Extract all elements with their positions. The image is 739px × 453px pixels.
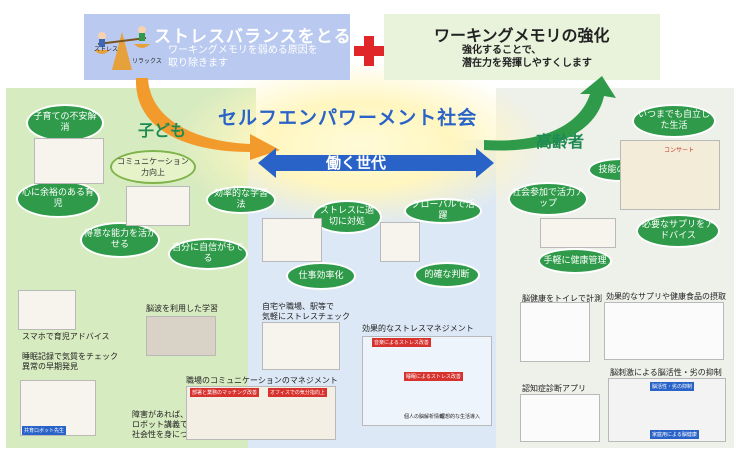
caption-supplement-intake: 効果的なサプリや健康食品の摂取 <box>606 292 726 301</box>
balance-scale-icon <box>94 26 150 70</box>
bubble-global-activity: グローバルで活躍 <box>404 198 482 224</box>
office-worker-image <box>262 218 322 262</box>
stress-balance-subtitle: ワーキングメモリを弱める原因を 取り除きます <box>168 45 318 69</box>
caption-eeg-learning: 脳波を利用した学習 <box>146 304 218 313</box>
robot-teacher-banner: 共育ロボット先生 <box>22 426 67 435</box>
caption-brain-analysis: 個人の脳解析情報 <box>404 414 445 420</box>
banner-department-matching: 部署と業務のマッチング改善 <box>190 388 260 397</box>
caption-smartphone-advice: スマホで育児アドバイス <box>22 332 110 341</box>
banner-office-mood: オフィスでの気分指向上 <box>268 388 327 397</box>
children-arrow-icon <box>135 78 280 160</box>
elderly-title: 高齢者 <box>536 132 585 151</box>
eeg-learning-image <box>146 316 216 356</box>
workers-arrow-icon <box>258 148 494 178</box>
plus-icon <box>354 36 384 66</box>
workers-title: 働く世代 <box>326 154 387 172</box>
caption-communication-management: 職場のコミュニケーションのマネジメント <box>186 376 338 385</box>
caption-early-detection: 異常の早期発見 <box>22 362 78 371</box>
bubble-work-efficiency: 仕事効率化 <box>286 262 356 290</box>
banner-home-brain-health: 家庭用による脳健康 <box>650 430 699 439</box>
bubble-accurate-judgment: 的確な判断 <box>414 262 480 288</box>
bubble-health-management: 手軽に健康管理 <box>538 248 612 274</box>
caption-stress-check-places: 自宅や職場、駅等で <box>262 302 334 311</box>
working-memory-subtitle: 強化することで、 潜在力を発揮しやすくします <box>462 45 592 69</box>
banner-sleep-stress: 睡眠によるストレス改善 <box>404 372 463 381</box>
caption-dementia-app: 認知症診断アプリ <box>522 384 586 393</box>
dementia-app-image <box>520 394 600 442</box>
bubble-supplement-advice: 必要なサプリをアドバイス <box>636 214 720 248</box>
stress-balance-title: ストレスバランスをとる <box>154 27 352 47</box>
bubble-independent-living: いつまでも自立した生活 <box>632 104 716 138</box>
caption-stress-check: 気軽にストレスチェック <box>262 312 350 321</box>
concert-sign: コンサート <box>664 147 695 154</box>
piano-child-image <box>126 186 190 226</box>
bubble-social-participation: 社会参加で活力アップ <box>508 182 588 216</box>
caption-sociality: 社会性を身につける <box>132 430 204 439</box>
caption-toilet-measure: 脳健康をトイレで計測 <box>522 294 602 303</box>
caption-sleep-record: 睡眠記録で気質をチェック <box>22 352 118 361</box>
bubble-communication: コミュニケーション力向上 <box>110 150 196 184</box>
working-memory-box <box>384 14 660 80</box>
scale-relax-label: リラックス <box>132 58 162 65</box>
caption-brain-stimulation: 脳刺激による脳活性・劣の抑制 <box>610 368 722 377</box>
caption-disability: 障害があれば、 <box>132 410 188 419</box>
stress-management-image <box>362 336 492 426</box>
mother-baby-image <box>34 138 104 184</box>
working-memory-title: ワーキングメモリの強化 <box>434 26 610 45</box>
caption-robot-lecture: ロボット講義で <box>132 420 188 429</box>
bubble-self-confidence: 自分に自信がもてる <box>168 238 248 270</box>
scale-stress-label: ストレス <box>94 46 119 53</box>
global-worker-image <box>380 222 420 262</box>
banner-brain-activation: 脳活性・劣の抑制 <box>650 382 695 391</box>
main-title: セルフエンパワーメント社会 <box>218 107 478 129</box>
bubble-efficient-learning: 効率的な学習法 <box>206 186 276 214</box>
banner-music-stress: 音楽によるストレス改善 <box>372 338 431 347</box>
caption-ideal-lifestyle: 理想的な生活導入 <box>440 414 481 420</box>
smartphone-parenting-image <box>18 290 76 330</box>
concert-image <box>620 140 720 210</box>
caption-stress-management: 効果的なストレスマネジメント <box>362 324 474 333</box>
bubble-relaxed-parenting: 心に余裕のある育児 <box>16 180 100 218</box>
children-title: 子ども <box>138 121 187 140</box>
supplement-image <box>604 302 724 360</box>
toilet-measurement-image <box>520 302 590 362</box>
bubble-parenting-worry: 子育ての不安解消 <box>26 104 104 142</box>
bubble-use-abilities: 得意な能力を活かせる <box>80 222 160 258</box>
elderly-group-image <box>540 218 616 248</box>
stress-check-image <box>262 322 340 370</box>
bubble-stress-handling: ストレスに適切に対処 <box>312 200 382 234</box>
elderly-arrow-icon <box>484 76 616 151</box>
